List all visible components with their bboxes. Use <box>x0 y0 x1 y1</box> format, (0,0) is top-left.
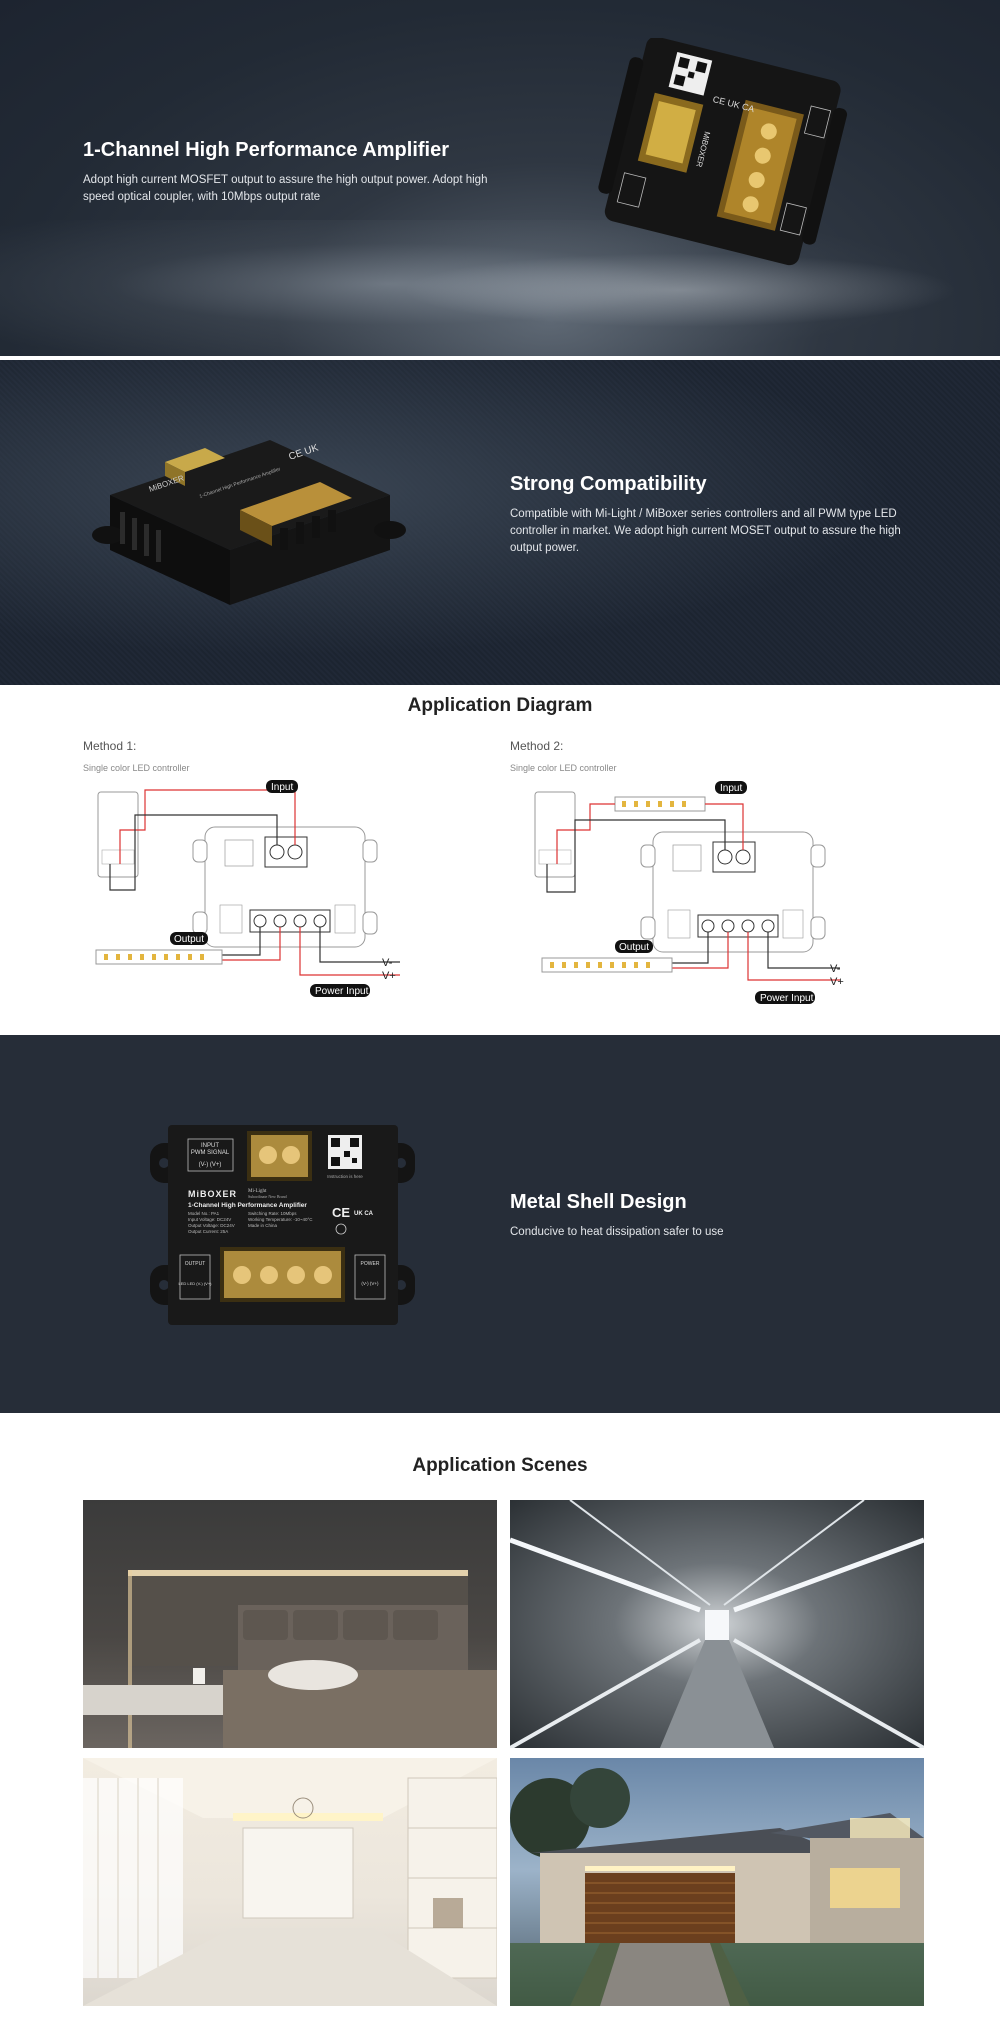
hero-section: 1-Channel High Performance Amplifier Ado… <box>0 0 1000 356</box>
method-1-vplus: V+ <box>382 970 396 982</box>
method-2-label: Method 2: <box>510 739 564 753</box>
scenes-section: Application Scenes <box>0 1413 1000 2029</box>
front-model: 1-Channel High Performance Amplifier <box>188 1202 307 1209</box>
compatibility-section: MiBOXER 1-Channel High Performance Ampli… <box>0 360 1000 685</box>
method-1-power-tag: Power Input <box>315 986 369 997</box>
compatibility-title: Strong Compatibility <box>510 473 707 495</box>
amplifier-iso-image: MiBOXER 1-Channel High Performance Ampli… <box>92 440 406 605</box>
front-power-pins: (V-) (V+) <box>361 1281 379 1286</box>
front-power-label: POWER <box>361 1261 380 1267</box>
front-ukca-mark: UK CA <box>354 1211 374 1217</box>
method-1-label: Method 1: <box>83 739 137 753</box>
method-1-vminus: V- <box>382 957 393 969</box>
method-1-input-tag: Input <box>271 782 293 793</box>
metal-title: Metal Shell Design <box>510 1191 687 1213</box>
scene-living-room-image <box>83 1758 497 2006</box>
front-spec-output-c: Output Current: 25A <box>188 1229 228 1234</box>
method-1-subtitle: Single color LED controller <box>83 763 190 773</box>
method-2-vminus: V- <box>830 963 841 975</box>
front-ce-mark: CE <box>332 1205 350 1220</box>
scene-corridor-image <box>510 1500 924 1748</box>
front-input-line2: PWM SIGNAL <box>191 1150 230 1156</box>
method-2-power-tag: Power Input <box>760 993 814 1004</box>
method-2-subtitle: Single color LED controller <box>510 763 617 773</box>
front-qr-caption: Instruction is here <box>327 1174 363 1179</box>
hero-title: 1-Channel High Performance Amplifier <box>83 139 449 161</box>
front-spec-input: Input Voltage: DC24V <box>188 1217 231 1222</box>
scene-bedroom-image <box>83 1500 497 1748</box>
hero-description: Adopt high current MOSFET output to assu… <box>83 174 488 203</box>
amplifier-front-image: INPUT PWM SIGNAL (V-) (V+) Instruction i… <box>150 1125 415 1325</box>
compatibility-description: Compatible with Mi-Light / MiBoxer serie… <box>510 508 901 554</box>
front-spec-temp: Working Temperature: -10~40°C <box>248 1217 313 1222</box>
scene-house-image <box>510 1758 924 2006</box>
method-2-vplus: V+ <box>830 976 844 988</box>
metal-shell-section: INPUT PWM SIGNAL (V-) (V+) Instruction i… <box>0 1035 1000 1413</box>
method-2-output-tag: Output <box>619 942 649 953</box>
background-wave <box>0 220 1000 356</box>
front-spec-model: Model No.: PA1 <box>188 1211 220 1216</box>
front-brand: MiBOXER <box>188 1189 237 1199</box>
scenes-title: Application Scenes <box>412 1455 588 1476</box>
front-output-label: OUTPUT <box>185 1261 206 1267</box>
method-2-input-tag: Input <box>720 783 742 794</box>
metal-description: Conducive to heat dissipation safer to u… <box>510 1226 724 1238</box>
method-1-output-tag: Output <box>174 934 204 945</box>
front-spec-made: Made in China <box>248 1223 278 1228</box>
front-spec-rate: Switching Rate: 10Mbps <box>248 1211 297 1216</box>
front-spec-output-v: Output Voltage: DC24V <box>188 1223 235 1228</box>
front-input-line1: INPUT <box>201 1143 219 1149</box>
front-brand-side2: Subordinate New Brand <box>248 1194 287 1199</box>
front-brand-side: Mi-Light <box>248 1189 267 1194</box>
diagram-title: Application Diagram <box>407 695 593 716</box>
method-2-diagram: Input Output Power Input V- V+ <box>534 781 844 1004</box>
front-input-pins: (V-) (V+) <box>199 1162 222 1168</box>
method-1-diagram: Input Output Power Input V- V+ <box>95 780 400 997</box>
front-output-pins: LED LED (V-) (V+) <box>178 1281 212 1286</box>
diagram-section: Application Diagram Method 1: Single col… <box>0 685 1000 1035</box>
background-wave-highlight <box>380 250 980 330</box>
amplifier-top-image: CE UK CA MiBOXER <box>598 38 848 266</box>
